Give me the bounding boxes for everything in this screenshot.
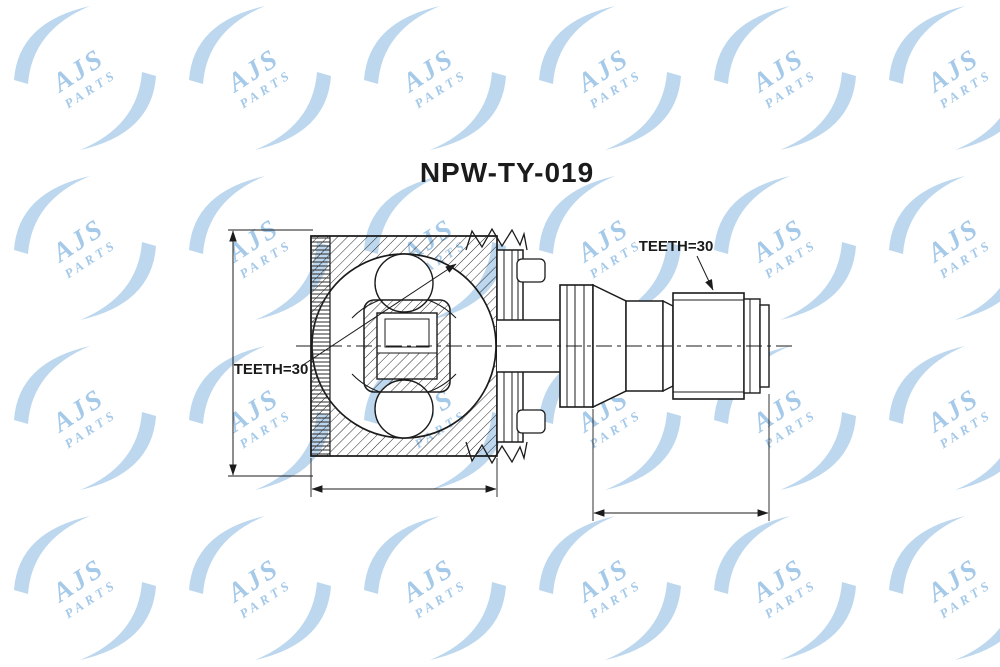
dimension-lines <box>228 229 770 521</box>
boot-clamp-tab-top <box>516 258 546 283</box>
spline-bore-hatched-band <box>376 352 438 380</box>
part-drawing <box>228 227 792 521</box>
crimp-zigzag-bottom <box>465 441 528 465</box>
teeth-label-right: TEETH=30 <box>639 238 714 255</box>
leader-teeth-left <box>302 263 457 366</box>
labels: NPW-TY-019 TEETH=30 TEETH=30 <box>234 157 714 378</box>
boot-clamp-tab-bottom <box>516 409 546 434</box>
crimp-zigzag-top <box>465 227 528 251</box>
joint-housing <box>310 235 498 457</box>
teeth-label-left: TEETH=30 <box>234 361 309 378</box>
spline-bore-detail <box>384 318 430 348</box>
leader-teeth-right <box>696 255 714 291</box>
part-number-title: NPW-TY-019 <box>420 157 594 188</box>
